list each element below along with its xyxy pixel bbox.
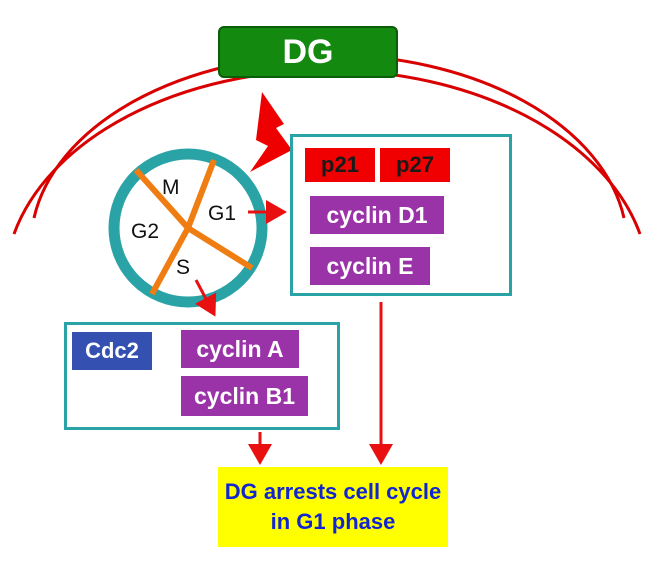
cycle-spoke-m-g2: [133, 167, 191, 231]
drug-box: DG: [218, 26, 398, 78]
p21-label: p21: [305, 148, 375, 182]
cyclin-e-label: cyclin E: [310, 247, 430, 285]
cycle-spoke-m-g1: [185, 158, 217, 230]
phase-label-s: S: [176, 256, 191, 279]
cycle-spoke-g2-s: [149, 226, 191, 296]
cyclin-a-label: cyclin A: [181, 330, 299, 368]
arrow-s-to-down-box: [194, 279, 217, 317]
lightning-bolt-icon: [250, 92, 292, 172]
cyclin-b1-label: cyclin B1: [181, 376, 308, 416]
result-text: DG arrests cell cycle in G1 phase: [224, 479, 442, 534]
cdc2-label: Cdc2: [72, 332, 152, 370]
phase-label-g2: G2: [131, 220, 160, 243]
cycle-spoke-g1-s: [186, 225, 254, 271]
phase-label-g1: G1: [208, 202, 237, 225]
p27-label: p27: [380, 148, 450, 182]
result-box: DG arrests cell cycle in G1 phase: [218, 467, 448, 547]
cyclin-d1-label: cyclin D1: [310, 196, 444, 234]
phase-label-m: M: [162, 176, 180, 199]
